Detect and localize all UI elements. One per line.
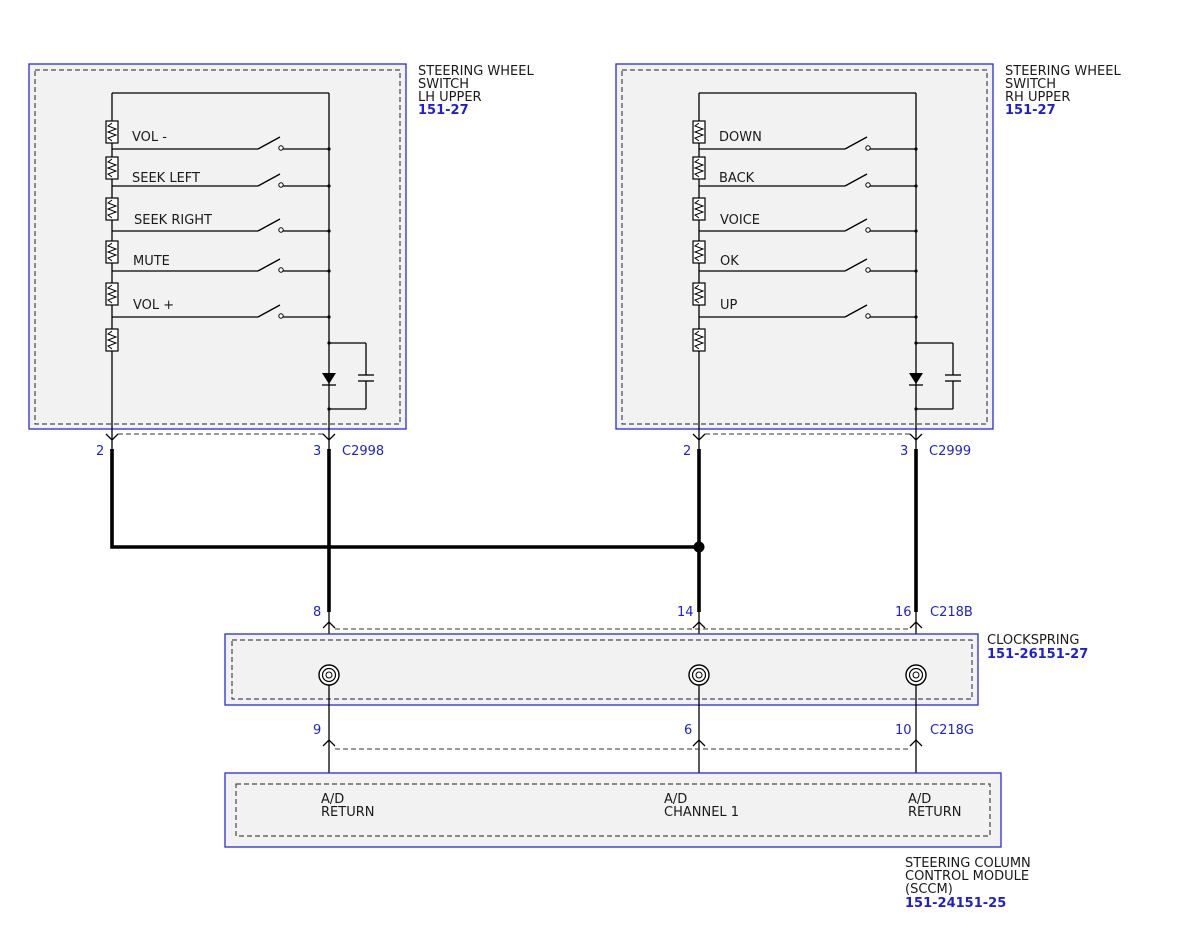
rh-switch-title-line-3: RH UPPER — [1005, 90, 1070, 105]
sccm-title-line-2: CONTROL MODULE — [905, 869, 1029, 884]
c2999-connector-label: C2999 — [929, 444, 971, 459]
lh-switch-row-mute — [112, 258, 331, 273]
connector-c2999: 2 3 C2999 — [683, 433, 971, 459]
connector-c218g: 9 6 10 C218G — [313, 685, 974, 784]
lh-button-label-seek-right: SEEK RIGHT — [134, 213, 212, 228]
c218g-connector-label: C218G — [930, 723, 974, 738]
c2998-connector-label: C2998 — [342, 444, 384, 459]
harness-wires — [110, 449, 918, 612]
sccm-title-line-3: (SCCM) — [905, 882, 953, 897]
rh-switch-row-ok — [699, 258, 918, 273]
sccm-terminal-1-line-2: RETURN — [321, 805, 374, 820]
lh-switch-row-vol-minus — [112, 136, 331, 151]
splice-junction — [693, 541, 705, 553]
c218g-pin-9: 9 — [313, 723, 321, 738]
c2999-pin-2: 2 — [683, 444, 691, 459]
sccm-ref-link[interactable]: 151-24151-25 — [905, 896, 1006, 911]
rh-switch-component: DOWN BACK VOICE OK UP STEERING WHEEL SWI… — [615, 63, 1121, 455]
lh-switch-title-line-2: SWITCH — [418, 77, 469, 92]
lh-switch-title-line-1: STEERING WHEEL — [418, 64, 534, 79]
lh-button-label-seek-left: SEEK LEFT — [132, 171, 200, 186]
sccm-terminal-2-line-1: A/D — [664, 792, 687, 807]
c218b-pin-14: 14 — [677, 605, 694, 620]
rh-button-label-ok: OK — [720, 254, 739, 269]
rh-button-label-up: UP — [720, 298, 738, 313]
lh-switch-row-seek-left — [112, 173, 331, 188]
rh-button-label-voice: VOICE — [720, 213, 760, 228]
clockspring-coil-1 — [318, 664, 340, 686]
rh-button-label-back: BACK — [719, 171, 755, 186]
c218b-connector-label: C218B — [930, 605, 973, 620]
lh-button-label-vol-minus: VOL - — [132, 130, 167, 145]
rh-switch-row-back — [699, 173, 918, 188]
rh-diode-capacitor — [909, 341, 961, 411]
clockspring-ref-link[interactable]: 151-26151-27 — [987, 647, 1088, 662]
rh-switch-ref-link[interactable]: 151-27 — [1005, 103, 1056, 118]
lh-diode-capacitor — [322, 341, 374, 411]
c2998-pin-3: 3 — [313, 444, 321, 459]
lh-resistor-ladder — [105, 120, 119, 352]
lh-switch-row-vol-plus — [112, 304, 331, 319]
c2998-pin-2: 2 — [96, 444, 104, 459]
lh-switch-ref-link[interactable]: 151-27 — [418, 103, 469, 118]
c218g-pin-10: 10 — [895, 723, 912, 738]
sccm-component: A/D RETURN A/D CHANNEL 1 A/D RETURN STEE… — [224, 772, 1031, 911]
lh-button-label-mute: MUTE — [133, 254, 170, 269]
lh-switch-title-line-3: LH UPPER — [418, 90, 482, 105]
rh-switch-title-line-1: STEERING WHEEL — [1005, 64, 1121, 79]
c218g-pin-6: 6 — [684, 723, 692, 738]
lh-button-label-vol-plus: VOL + — [133, 298, 174, 313]
c218b-pin-8: 8 — [313, 605, 321, 620]
sccm-terminal-1-line-1: A/D — [321, 792, 344, 807]
lh-switch-row-seek-right — [112, 218, 331, 233]
sccm-terminal-3-line-2: RETURN — [908, 805, 961, 820]
clockspring-coil-3 — [905, 664, 927, 686]
clockspring-component: CLOCKSPRING 151-26151-27 — [224, 633, 1088, 706]
rh-switch-row-voice — [699, 218, 918, 233]
clockspring-coil-2 — [688, 664, 710, 686]
rh-switch-title-line-2: SWITCH — [1005, 77, 1056, 92]
rh-switch-row-down — [699, 136, 918, 151]
clockspring-title: CLOCKSPRING — [987, 633, 1079, 648]
connector-c2998: 2 3 C2998 — [96, 433, 384, 459]
rh-resistor-ladder — [692, 120, 706, 352]
lh-switch-component: VOL - SEEK LEFT SEEK RIGHT MUTE VOL + ST… — [28, 63, 534, 455]
sccm-terminal-2-line-2: CHANNEL 1 — [664, 805, 739, 820]
rh-switch-row-up — [699, 304, 918, 319]
sccm-title-line-1: STEERING COLUMN — [905, 856, 1031, 871]
sccm-terminal-3-line-1: A/D — [908, 792, 931, 807]
rh-button-label-down: DOWN — [719, 130, 762, 145]
c2999-pin-3: 3 — [900, 444, 908, 459]
c218b-pin-16: 16 — [895, 605, 912, 620]
